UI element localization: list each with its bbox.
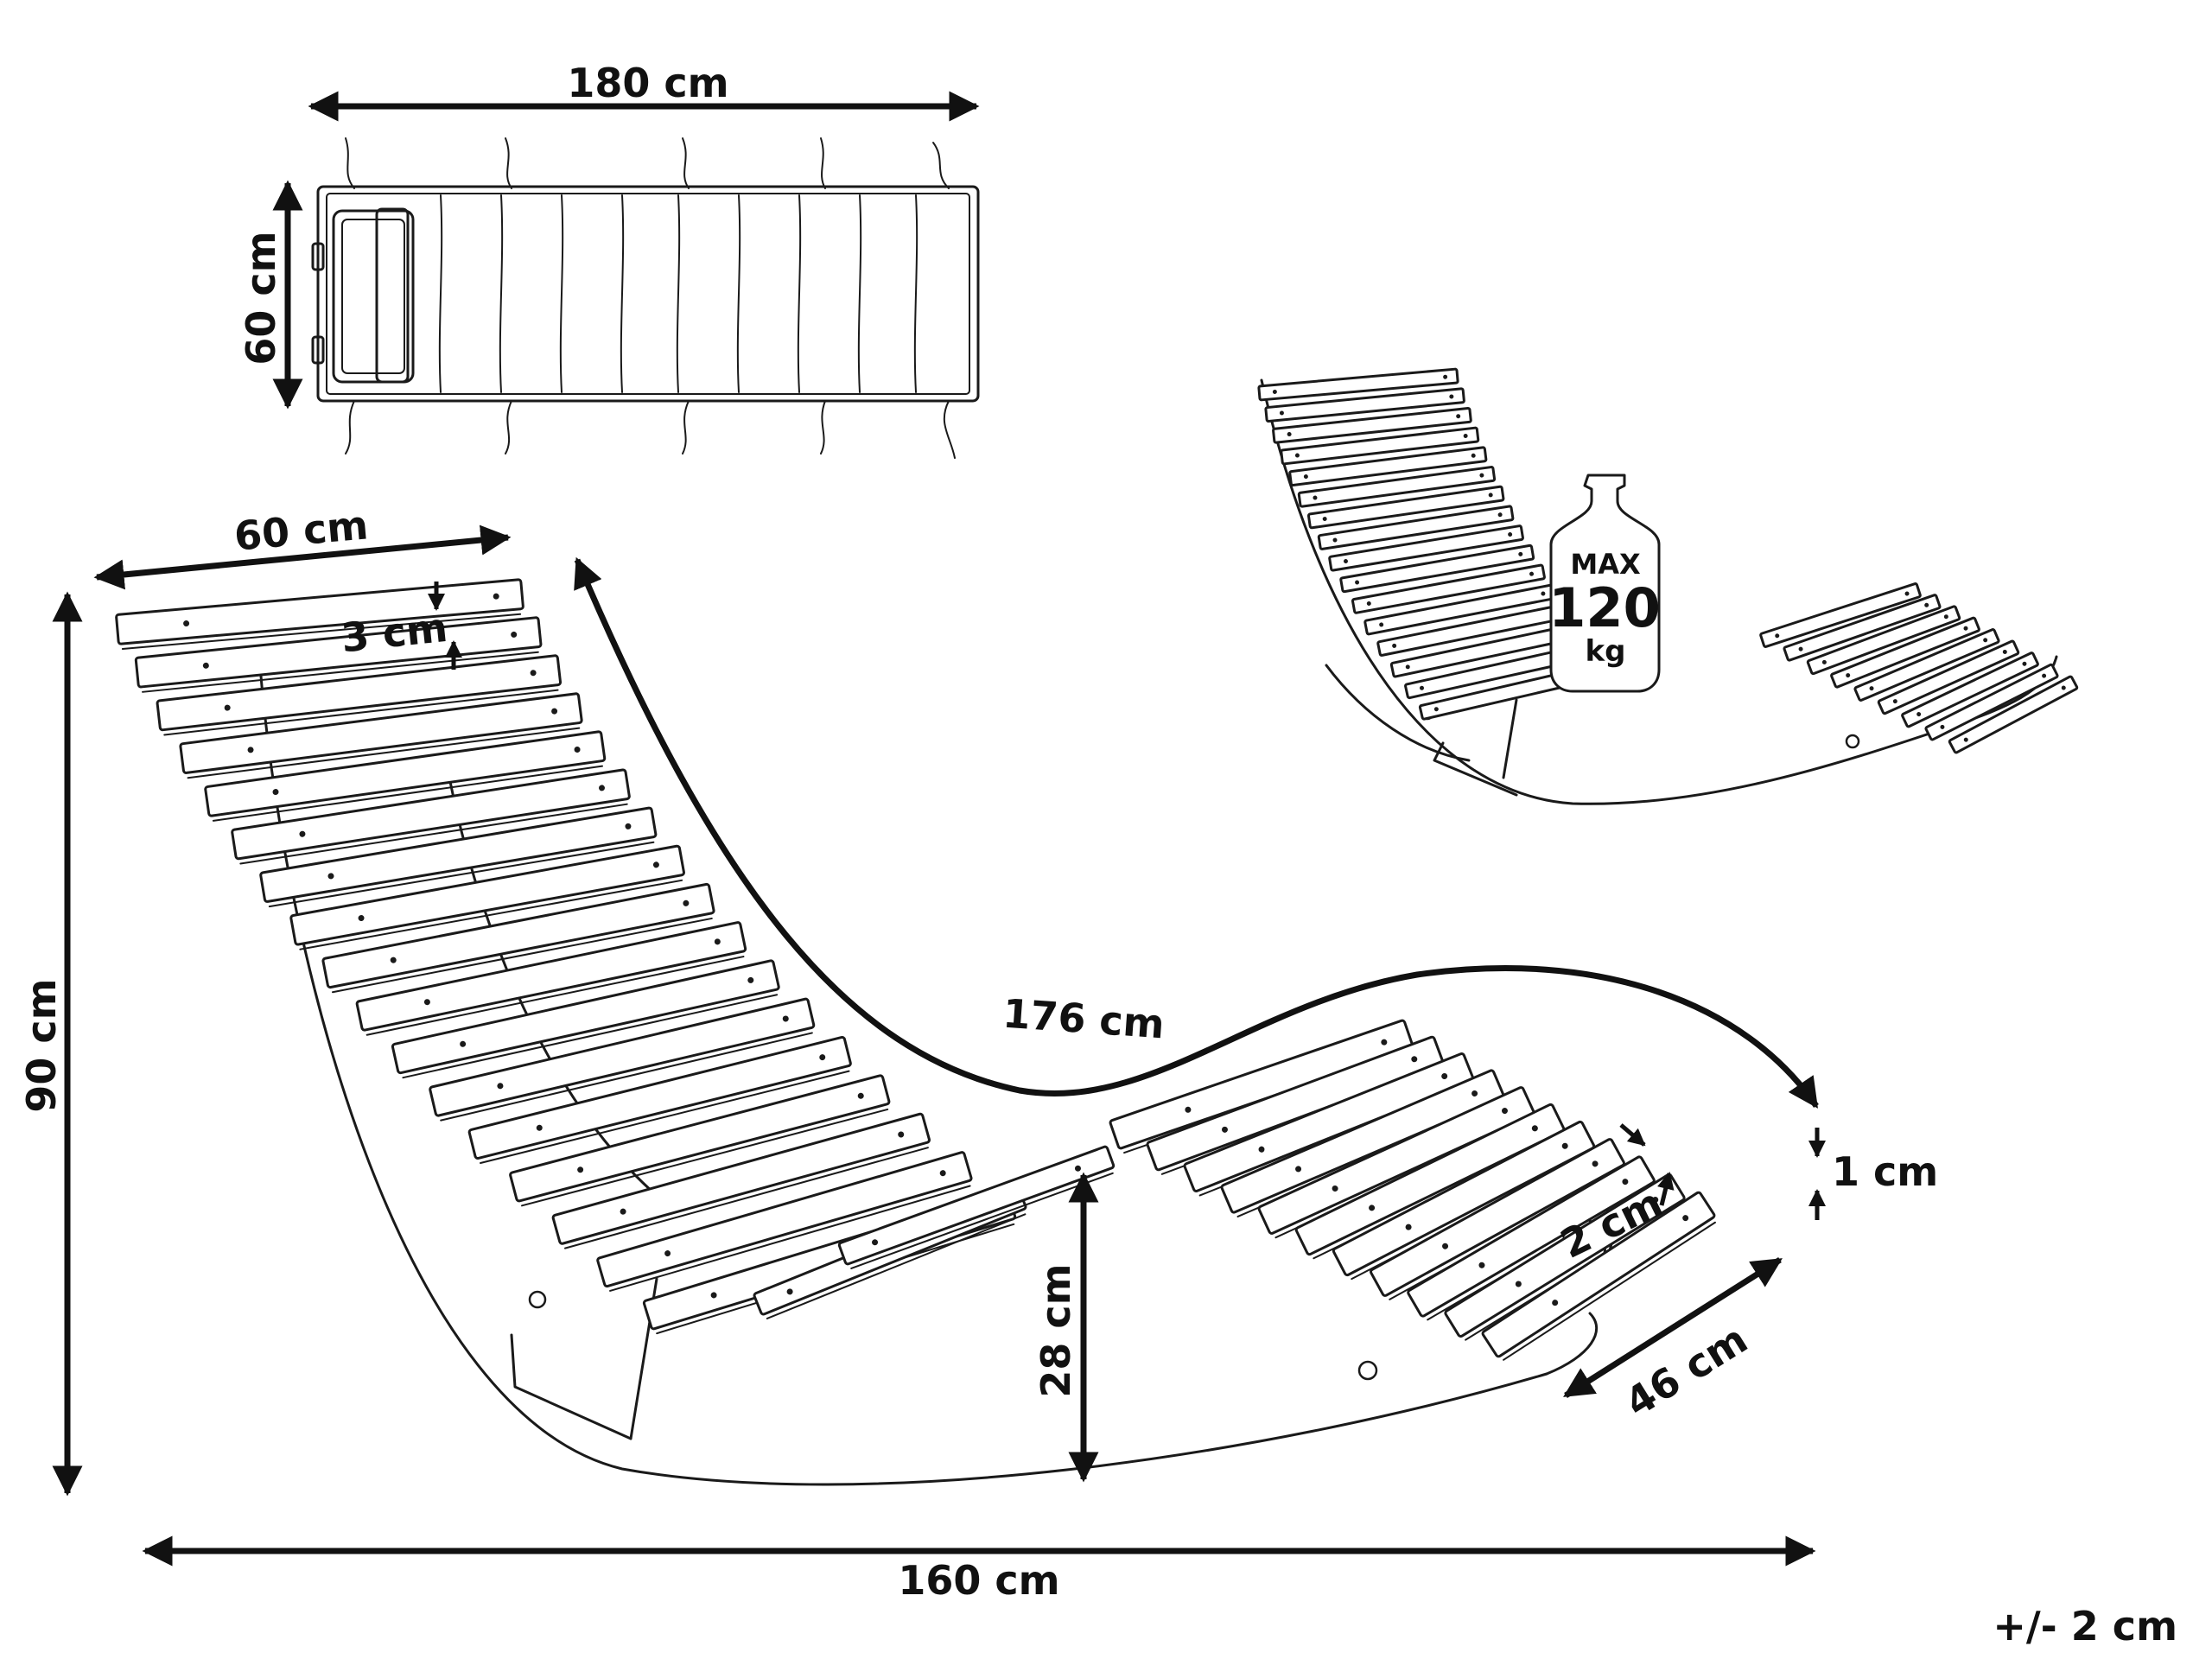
tolerance-label: +/- 2 cm <box>1993 1603 2177 1649</box>
weight-icon <box>1549 474 1661 693</box>
max-unit: kg <box>1586 634 1626 669</box>
slat-thickness-label: 1 cm <box>1832 1148 1938 1195</box>
max-label: MAX <box>1570 548 1641 581</box>
slat <box>1351 563 1546 614</box>
slat <box>231 768 631 865</box>
height-label: 90 cm <box>18 978 65 1112</box>
curve-length-dimension-line <box>574 556 1819 1109</box>
slat <box>596 1151 973 1292</box>
frame-bolt-hole <box>528 1290 547 1309</box>
seat-height-label: 28 cm <box>1033 1263 1079 1397</box>
slat <box>551 1112 931 1249</box>
lounger-side-view <box>115 578 1716 1486</box>
frame-bolt-hole <box>1357 1360 1378 1381</box>
quilt-seam <box>913 194 918 393</box>
slat <box>1288 446 1488 486</box>
slat-width-arrow-bottom <box>1657 1172 1675 1206</box>
quilt-seam <box>797 194 802 393</box>
slat <box>1280 426 1480 466</box>
slat <box>1328 524 1524 572</box>
slat <box>1272 406 1472 444</box>
slat <box>1948 675 2079 754</box>
slat <box>1306 485 1505 530</box>
slat <box>1901 652 2039 728</box>
lounger-width-label: 60 cm <box>232 501 370 559</box>
max-load-badge: MAX 120 kg <box>1548 474 1661 693</box>
footrest-length-dimension-line <box>1563 1257 1783 1398</box>
lounger-frame <box>257 655 1548 1486</box>
slat <box>156 654 563 736</box>
lounger-foot-block <box>510 1333 632 1440</box>
slat <box>1317 505 1515 550</box>
total-length-label: 160 cm <box>898 1557 1059 1604</box>
curve-length-label: 176 cm <box>1001 990 1166 1048</box>
slat <box>1783 594 1942 662</box>
perspective-frame <box>1260 378 1955 805</box>
lounger-width-dimension-line <box>93 524 512 590</box>
slat <box>1853 628 2000 702</box>
slat <box>1806 605 1961 676</box>
quilt-seam <box>857 194 862 393</box>
quilt-seam <box>676 194 681 393</box>
slat <box>1759 582 1922 648</box>
slat <box>1257 367 1459 402</box>
quilt-seam <box>499 194 504 393</box>
slat <box>115 578 524 651</box>
footrest-length-label: 46 cm <box>1617 1315 1755 1426</box>
cushion-top-view <box>311 137 980 459</box>
cushion-length-label: 180 cm <box>567 60 728 106</box>
quilt-seam <box>438 194 443 393</box>
slat-gap-label: 3 cm <box>339 604 449 662</box>
slat <box>1297 466 1497 508</box>
slat <box>1830 616 1980 689</box>
max-value: 120 <box>1548 576 1660 639</box>
slat <box>1339 543 1535 594</box>
lounger-perspective-view <box>1257 367 2079 805</box>
cushion-quilting <box>438 194 918 393</box>
slat <box>1264 387 1465 423</box>
perspective-slats <box>1257 367 2079 754</box>
quilt-seam <box>736 194 741 393</box>
slat <box>134 616 543 693</box>
slat <box>1924 663 2059 741</box>
quilt-seam <box>620 194 625 393</box>
slat-width-arrow-top <box>1619 1123 1646 1147</box>
cushion-width-label: 60 cm <box>238 231 284 365</box>
slat <box>1877 639 2020 715</box>
quilt-seam <box>559 194 564 393</box>
